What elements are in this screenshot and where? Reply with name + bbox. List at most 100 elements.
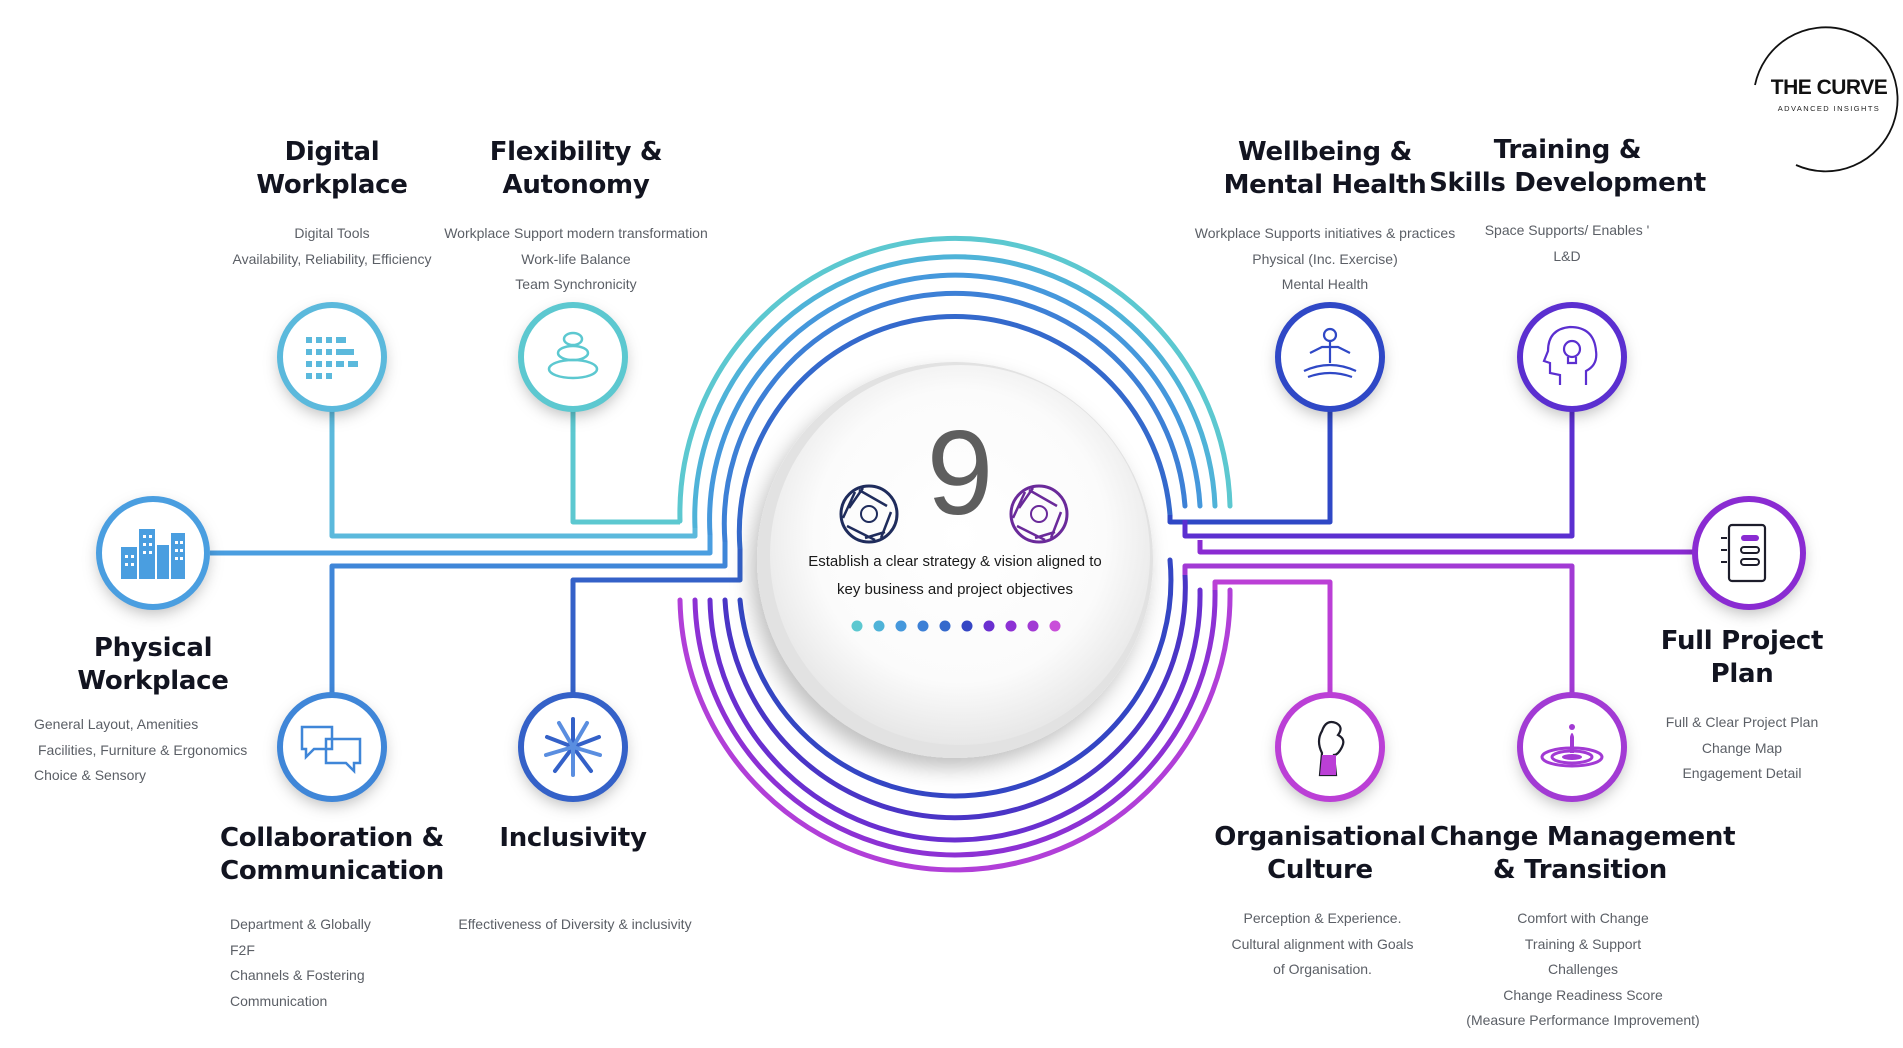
top-arc-1: [677, 235, 1233, 524]
details-training-skills: Space Supports/ Enables ' L&D: [1457, 218, 1677, 269]
detail-line: Full & Clear Project Plan: [1665, 714, 1819, 730]
detail-line: Facilities, Furniture & Ergonomics: [38, 741, 248, 758]
title-line: Communication: [220, 856, 444, 886]
node-physical-workplace: [96, 496, 210, 610]
detail-line: Cultural alignment with Goals: [1231, 935, 1414, 952]
color-dot-1: [851, 620, 863, 632]
color-dots: [851, 620, 1061, 632]
detail-line: Work-life Balance: [521, 250, 631, 267]
center-statement: Establish a clear strategy & vision alig…: [790, 548, 1120, 604]
color-dot-9: [1027, 620, 1039, 632]
detail-line: Change Readiness Score: [1503, 986, 1663, 1003]
color-dot-7: [983, 620, 995, 632]
connector-culture: [1212, 579, 1333, 695]
detail-line: Team Synchronicity: [515, 276, 637, 292]
detail-line: Comfort with Change: [1517, 910, 1649, 926]
detail-line: (Measure Performance Improvement): [1466, 1012, 1700, 1028]
title-line: Mental Health: [1223, 170, 1427, 200]
joined-hands-icon: [544, 717, 602, 777]
balanced-stones-icon: [547, 331, 599, 380]
title-line: Plan: [1710, 659, 1774, 689]
title-training-skills: Training & Skills Development: [1425, 134, 1710, 200]
detail-line: Digital Tools: [294, 225, 370, 241]
node-wellbeing-mental-health: [1275, 302, 1385, 412]
statement-line: Establish a clear strategy & vision alig…: [808, 553, 1102, 570]
title-line: Change Management: [1430, 822, 1736, 852]
title-inclusivity: Inclusivity: [473, 822, 673, 855]
connector-inclusivity: [570, 549, 743, 695]
statement-line: key business and project objectives: [837, 581, 1073, 598]
title-flexibility-autonomy: Flexibility & Autonomy: [436, 136, 716, 202]
detail-line: Workplace Support modern transformation: [444, 225, 708, 241]
bottom-arc-5: [677, 587, 1233, 873]
left-connectors: [210, 410, 743, 695]
details-flexibility-autonomy: Workplace Support modern transformation …: [426, 221, 726, 298]
chat-bubbles-icon: [300, 725, 362, 775]
details-organisational-culture: Perception & Experience. Cultural alignm…: [1200, 906, 1445, 983]
title-line: Flexibility &: [489, 137, 663, 167]
node-organisational-culture: [1275, 692, 1385, 802]
detail-line: Space Supports/ Enables ': [1484, 222, 1650, 238]
title-collaboration-communication: Collaboration & Communication: [202, 822, 462, 888]
digital-tools-icon: [306, 337, 358, 379]
title-line: Organisational: [1214, 822, 1426, 852]
head-lightbulb-icon: [1542, 325, 1598, 385]
detail-line: Choice & Sensory: [34, 767, 147, 783]
color-dot-6: [961, 620, 973, 632]
title-line: Physical: [93, 633, 213, 663]
title-line: Workplace: [256, 170, 408, 200]
detail-line: Perception & Experience.: [1243, 910, 1402, 926]
node-digital-workplace: [277, 302, 387, 412]
connector-training: [1182, 410, 1575, 539]
title-line: Full Project: [1660, 626, 1824, 656]
bottom-arc-group: [677, 557, 1233, 873]
logo-arc: [1754, 26, 1899, 173]
title-line: Culture: [1267, 855, 1373, 885]
bottom-arc-4: [692, 587, 1218, 858]
logo-name: THE CURVE: [1770, 76, 1888, 99]
aperture-icon-left: [839, 484, 899, 544]
title-line: Autonomy: [502, 170, 650, 200]
detail-line: Department & Globally: [230, 916, 371, 932]
node-inclusivity: [518, 692, 628, 802]
center-disc: [770, 365, 1150, 745]
detail-line: L&D: [1553, 247, 1581, 264]
project-plan-icon: [1721, 523, 1767, 583]
title-line: Collaboration &: [219, 823, 445, 853]
title-line: & Transition: [1493, 855, 1667, 885]
details-physical-workplace: General Layout, Amenities Facilities, Fu…: [34, 712, 294, 789]
title-digital-workplace: Digital Workplace: [207, 136, 457, 202]
detail-line: F2F: [230, 941, 255, 958]
detail-line: Change Map: [1701, 739, 1783, 756]
title-physical-workplace: Physical Workplace: [33, 632, 273, 698]
color-dot-3: [895, 620, 907, 632]
detail-line: Availability, Reliability, Efficiency: [232, 250, 432, 267]
connector-digital: [329, 410, 698, 539]
detail-line: Channels & Fostering: [230, 967, 365, 983]
node-training-skills: [1517, 302, 1627, 412]
details-inclusivity: Effectiveness of Diversity & inclusivity: [445, 912, 705, 938]
title-wellbeing-mental-health: Wellbeing & Mental Health: [1205, 136, 1445, 202]
detail-line: Engagement Detail: [1682, 765, 1802, 781]
detail-line: Mental Health: [1281, 276, 1369, 292]
color-dot-10: [1049, 620, 1061, 632]
details-digital-workplace: Digital Tools Availability, Reliability,…: [207, 221, 457, 272]
title-line: Skills Development: [1429, 168, 1706, 198]
detail-line: Training & Support: [1524, 935, 1642, 952]
connector-collaboration: [329, 542, 728, 695]
detail-line: Workplace Supports initiatives & practic…: [1194, 225, 1456, 241]
right-connectors: [1167, 410, 1693, 695]
detail-line: Challenges: [1547, 961, 1619, 977]
connector-flexibility: [570, 410, 680, 525]
title-line: Wellbeing &: [1238, 137, 1412, 167]
details-wellbeing-mental-health: Workplace Supports initiatives & practic…: [1180, 221, 1470, 298]
details-full-project-plan: Full & Clear Project Plan Change Map Eng…: [1632, 710, 1852, 787]
node-collaboration-communication: [277, 692, 387, 802]
detail-line: Communication: [230, 992, 328, 1009]
top-arc-4: [721, 290, 1188, 545]
connector-physical: [210, 535, 713, 556]
detail-line: Physical (Inc. Exercise): [1252, 250, 1398, 267]
top-arc-group: [677, 235, 1233, 552]
details-collaboration-communication: Department & Globally F2F Channels & Fos…: [230, 912, 430, 1014]
color-dot-2: [873, 620, 885, 632]
